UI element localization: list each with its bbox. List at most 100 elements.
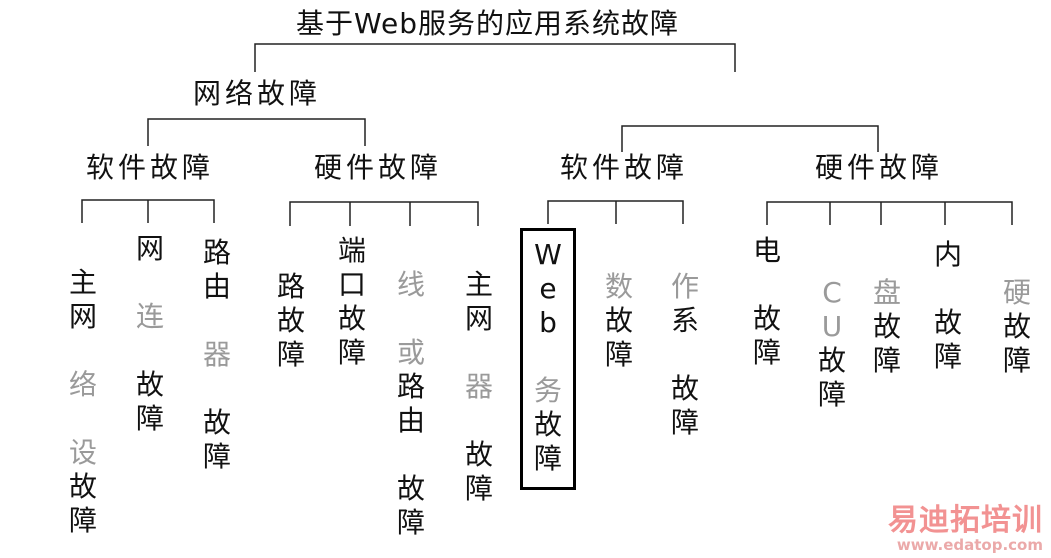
leaf-char: 故 bbox=[276, 304, 305, 337]
leaf-port-fault: 端口故障 bbox=[335, 234, 369, 370]
leaf-char: 硬 bbox=[1002, 276, 1031, 309]
leaf-char: 故 bbox=[464, 438, 493, 471]
net-hardware-label: 硬件故障 bbox=[314, 151, 443, 184]
leaf-char: 或 bbox=[396, 336, 425, 369]
leaf-char bbox=[200, 372, 234, 406]
leaf-char: 故 bbox=[752, 302, 781, 335]
leaf-char: 作 bbox=[670, 270, 699, 303]
leaf-char: 内 bbox=[933, 238, 962, 271]
leaf-char bbox=[66, 402, 100, 436]
leaf-char: 路 bbox=[276, 270, 305, 303]
web-service-highlight-box bbox=[520, 228, 576, 490]
leaf-char bbox=[66, 334, 100, 368]
leaf-char: 故 bbox=[337, 302, 366, 335]
leaf-char: 故 bbox=[933, 306, 962, 339]
connector-net-hardware bbox=[289, 201, 479, 226]
leaf-char: 障 bbox=[533, 442, 562, 475]
watermark-url: www.edatop.com bbox=[896, 536, 1043, 554]
connector-root bbox=[254, 43, 736, 72]
leaf-char bbox=[462, 336, 496, 370]
leaf-char: 路 bbox=[202, 236, 231, 269]
leaf-net-link: 网 连 故障 bbox=[133, 232, 167, 436]
leaf-char: 障 bbox=[276, 338, 305, 371]
leaf-char: 由 bbox=[202, 270, 231, 303]
leaf-hdd: 硬故障 bbox=[1000, 276, 1034, 378]
connector-web bbox=[621, 125, 879, 152]
leaf-db: 数故障 bbox=[602, 270, 636, 372]
leaf-char: 口 bbox=[337, 268, 366, 301]
leaf-char: 故 bbox=[670, 372, 699, 405]
leaf-char: 线 bbox=[396, 268, 425, 301]
leaf-char: 障 bbox=[670, 406, 699, 439]
leaf-char: 器 bbox=[202, 338, 231, 371]
leaf-char: 主 bbox=[68, 266, 97, 299]
root-title: 基于Web服务的应用系统故障 bbox=[296, 7, 680, 40]
leaf-os: 作系 故障 bbox=[668, 270, 702, 440]
leaf-char: 故 bbox=[872, 310, 901, 343]
leaf-host-network-device: 主网 器 故障 bbox=[462, 268, 496, 506]
connector-web-hardware bbox=[766, 201, 1013, 225]
leaf-power: 电 故障 bbox=[750, 234, 784, 370]
web-hardware-label: 硬件故障 bbox=[815, 151, 944, 184]
leaf-char: W bbox=[534, 238, 562, 271]
leaf-char: 数 bbox=[604, 270, 633, 303]
connector-net-software bbox=[81, 199, 215, 223]
leaf-char bbox=[462, 404, 496, 438]
connector-web-software bbox=[547, 200, 684, 224]
web-software-label: 软件故障 bbox=[560, 151, 689, 184]
leaf-char: 故 bbox=[1002, 310, 1031, 343]
leaf-char: 网 bbox=[135, 232, 164, 265]
leaf-char: 故 bbox=[396, 472, 425, 505]
net-software-label: 软件故障 bbox=[86, 151, 215, 184]
watermark: 易迪拓培训 www.edatop.com bbox=[888, 502, 1043, 554]
leaf-char: 障 bbox=[1002, 344, 1031, 377]
leaf-char: 网 bbox=[68, 300, 97, 333]
leaf-char: U bbox=[821, 310, 843, 343]
leaf-char: 由 bbox=[396, 404, 425, 437]
leaf-char: 故 bbox=[817, 344, 846, 377]
network-fault-label: 网络故障 bbox=[193, 77, 322, 110]
leaf-char: b bbox=[539, 306, 557, 339]
leaf-host-net-device: 主网 络 设故障 bbox=[66, 266, 100, 538]
leaf-char: 障 bbox=[68, 504, 97, 537]
leaf-char: 障 bbox=[337, 336, 366, 369]
leaf-char: 故 bbox=[68, 470, 97, 503]
leaf-char: 障 bbox=[604, 338, 633, 371]
leaf-char bbox=[394, 438, 428, 472]
leaf-char: 障 bbox=[135, 402, 164, 435]
leaf-line-router: 线 或路由 故障 bbox=[394, 268, 428, 540]
leaf-char bbox=[531, 340, 565, 374]
leaf-char: 障 bbox=[202, 440, 231, 473]
watermark-logo-text: 易迪拓培训 bbox=[888, 502, 1043, 538]
leaf-char: 电 bbox=[752, 234, 781, 267]
leaf-char: 设 bbox=[68, 436, 97, 469]
leaf-char bbox=[133, 334, 167, 368]
leaf-char bbox=[133, 266, 167, 300]
leaf-char bbox=[200, 304, 234, 338]
leaf-char: 端 bbox=[337, 234, 366, 267]
leaf-char: 障 bbox=[396, 506, 425, 539]
leaf-char: 连 bbox=[135, 300, 164, 333]
leaf-char bbox=[394, 302, 428, 336]
leaf-disk: 盘故障 bbox=[870, 276, 904, 378]
leaf-char: 障 bbox=[464, 472, 493, 505]
leaf-char: 故 bbox=[135, 368, 164, 401]
leaf-char: 网 bbox=[464, 302, 493, 335]
connector-network bbox=[147, 118, 366, 146]
leaf-char bbox=[668, 338, 702, 372]
leaf-char: 路 bbox=[396, 370, 425, 403]
leaf-char: 故 bbox=[533, 408, 562, 441]
leaf-char: e bbox=[539, 272, 557, 305]
leaf-char: 盘 bbox=[872, 276, 901, 309]
leaf-router-fault: 路故障 bbox=[274, 270, 308, 372]
leaf-char: 障 bbox=[817, 378, 846, 411]
leaf-char: 障 bbox=[872, 344, 901, 377]
leaf-char: C bbox=[822, 276, 842, 309]
leaf-char: 器 bbox=[464, 370, 493, 403]
leaf-char: 故 bbox=[202, 406, 231, 439]
leaf-char: 主 bbox=[464, 268, 493, 301]
leaf-char: 障 bbox=[752, 336, 781, 369]
